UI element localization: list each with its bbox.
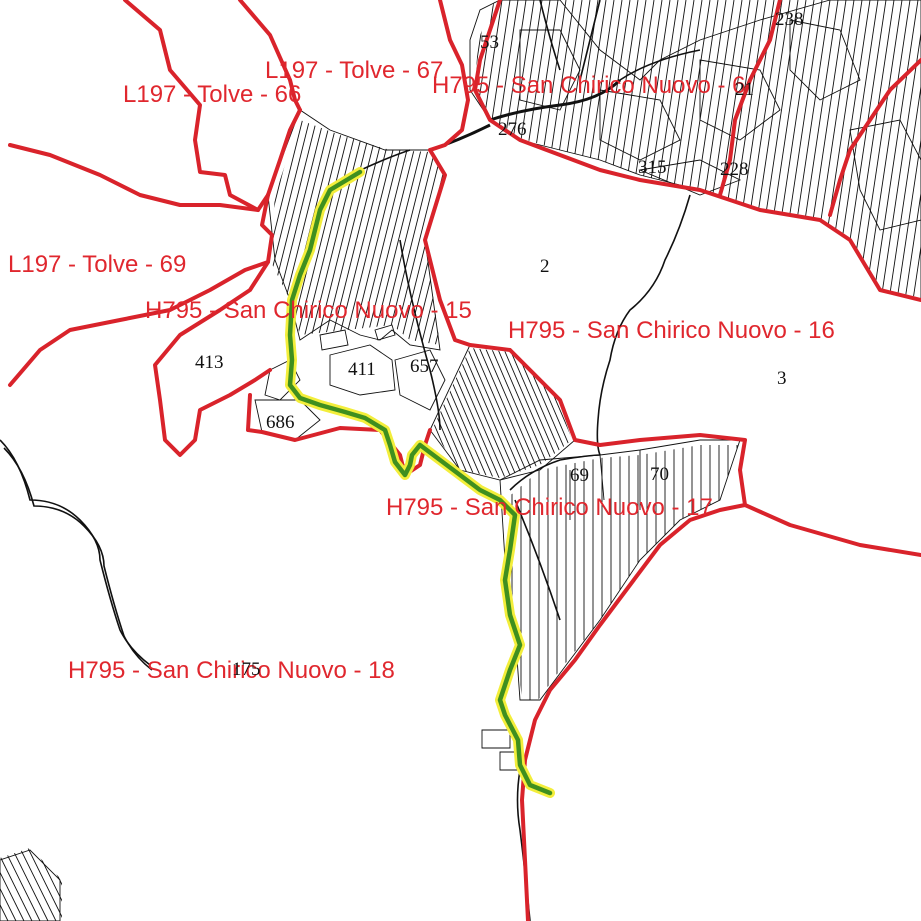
parcel-label-3: 3 [777, 368, 787, 389]
route-path [285, 167, 555, 798]
sheet-label-tolve-66: L197 - Tolve - 66 [123, 81, 301, 108]
parcel-label-70: 70 [650, 464, 669, 485]
parcel-label-228: 228 [720, 159, 749, 180]
parcel-label-315: 315 [638, 157, 667, 178]
parcel-label-657: 657 [410, 356, 439, 377]
sheet-label-san-chirico-17: H795 - San Chirico Nuovo - 17 [386, 494, 713, 521]
parcel-label-411: 411 [348, 359, 376, 380]
parcel-label-276: 276 [498, 119, 527, 140]
sheet-label-san-chirico-15: H795 - San Chirico Nuovo - 15 [145, 297, 472, 324]
parcel-label-413: 413 [195, 352, 224, 373]
sheet-label-san-chirico-16: H795 - San Chirico Nuovo - 16 [508, 317, 835, 344]
parcel-label-53: 53 [480, 32, 499, 53]
parcel-label-238: 238 [775, 9, 804, 30]
parcel-labels: 53 238 276 315 228 2 3 413 411 657 686 6… [195, 9, 804, 680]
sheet-label-tolve-69: L197 - Tolve - 69 [8, 251, 186, 278]
parcel-label-2: 2 [540, 256, 550, 277]
sheet-labels: L197 - Tolve - 67 L197 - Tolve - 66 H795… [8, 57, 835, 684]
sheet-label-san-chirico-6: H795 - San Chirico Nuovo - 6 [432, 72, 745, 99]
roads-and-streams [0, 0, 701, 921]
parcel-label-21: 21 [735, 79, 754, 100]
parcel-label-686: 686 [266, 412, 295, 433]
sheet-label-tolve-67: L197 - Tolve - 67 [265, 57, 443, 84]
sheet-label-san-chirico-18: H795 - San Chirico Nuovo - 18 [68, 657, 395, 684]
parcel-label-175: 175 [232, 659, 261, 680]
sheet-boundaries [8, 0, 921, 921]
parcel-label-69: 69 [570, 465, 589, 486]
